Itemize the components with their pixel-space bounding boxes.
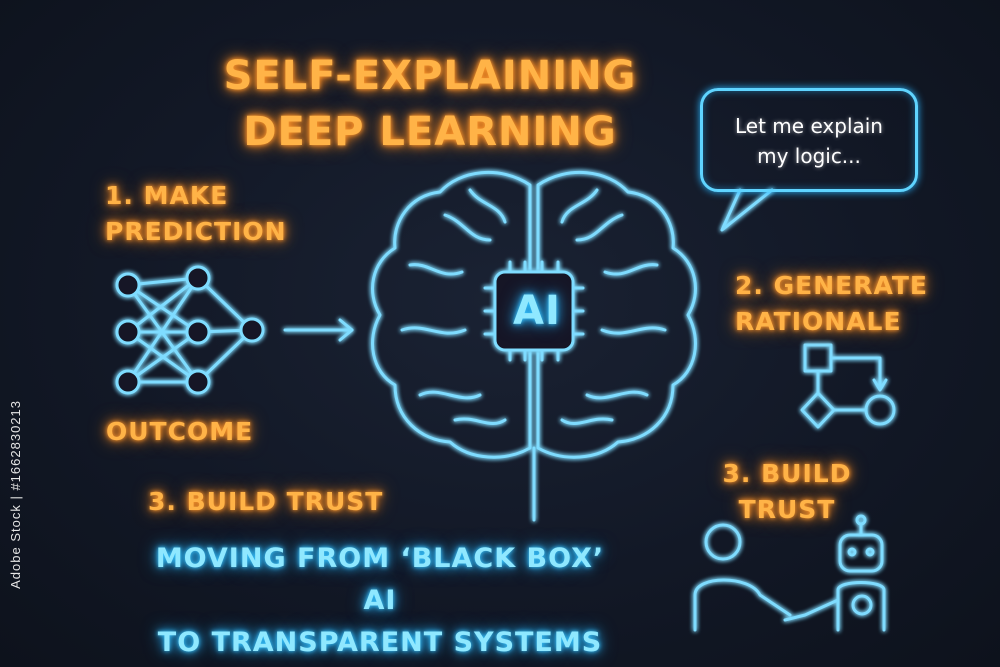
step-3-right-label: 3. BUILD TRUST xyxy=(712,456,862,528)
brain-icon xyxy=(371,170,697,522)
page-title: SELF-EXPLAINING DEEP LEARNING xyxy=(150,48,710,160)
step-3-right-line-2: TRUST xyxy=(738,495,836,524)
speech-bubble-line-2: my logic... xyxy=(757,144,861,168)
speech-bubble-tail xyxy=(720,188,774,232)
step-1-line-1: 1. MAKE xyxy=(105,181,229,210)
ai-chip-label: AI xyxy=(513,288,561,334)
ai-chip-icon xyxy=(483,260,585,362)
tagline-line-1: MOVING FROM ‘BLACK BOX’ AI xyxy=(155,543,605,616)
step-3-left-label: 3. BUILD TRUST xyxy=(148,487,384,516)
step-2-label: 2. GENERATE RATIONALE xyxy=(735,268,928,340)
step-3-right-line-1: 3. BUILD xyxy=(722,459,852,488)
step-2-line-2: RATIONALE xyxy=(735,307,902,336)
step-1-line-2: PREDICTION xyxy=(105,217,287,246)
stock-watermark: Adobe Stock | #1662830213 xyxy=(8,400,23,589)
step-2-line-1: 2. GENERATE xyxy=(735,271,928,300)
title-line-1: SELF-EXPLAINING xyxy=(223,53,637,99)
outcome-label: OUTCOME xyxy=(106,417,254,446)
speech-bubble: Let me explain my logic... xyxy=(700,88,918,192)
flowchart-icon xyxy=(800,343,896,429)
step-1-label: 1. MAKE PREDICTION xyxy=(105,178,287,250)
neural-network-icon xyxy=(115,265,265,395)
handshake-icon xyxy=(693,514,886,632)
tagline-line-2: TO TRANSPARENT SYSTEMS xyxy=(157,627,603,658)
arrow-right-icon xyxy=(283,318,354,342)
tagline: MOVING FROM ‘BLACK BOX’ AI TO TRANSPAREN… xyxy=(140,538,620,664)
speech-bubble-line-1: Let me explain xyxy=(735,114,883,138)
title-line-2: DEEP LEARNING xyxy=(243,109,617,155)
